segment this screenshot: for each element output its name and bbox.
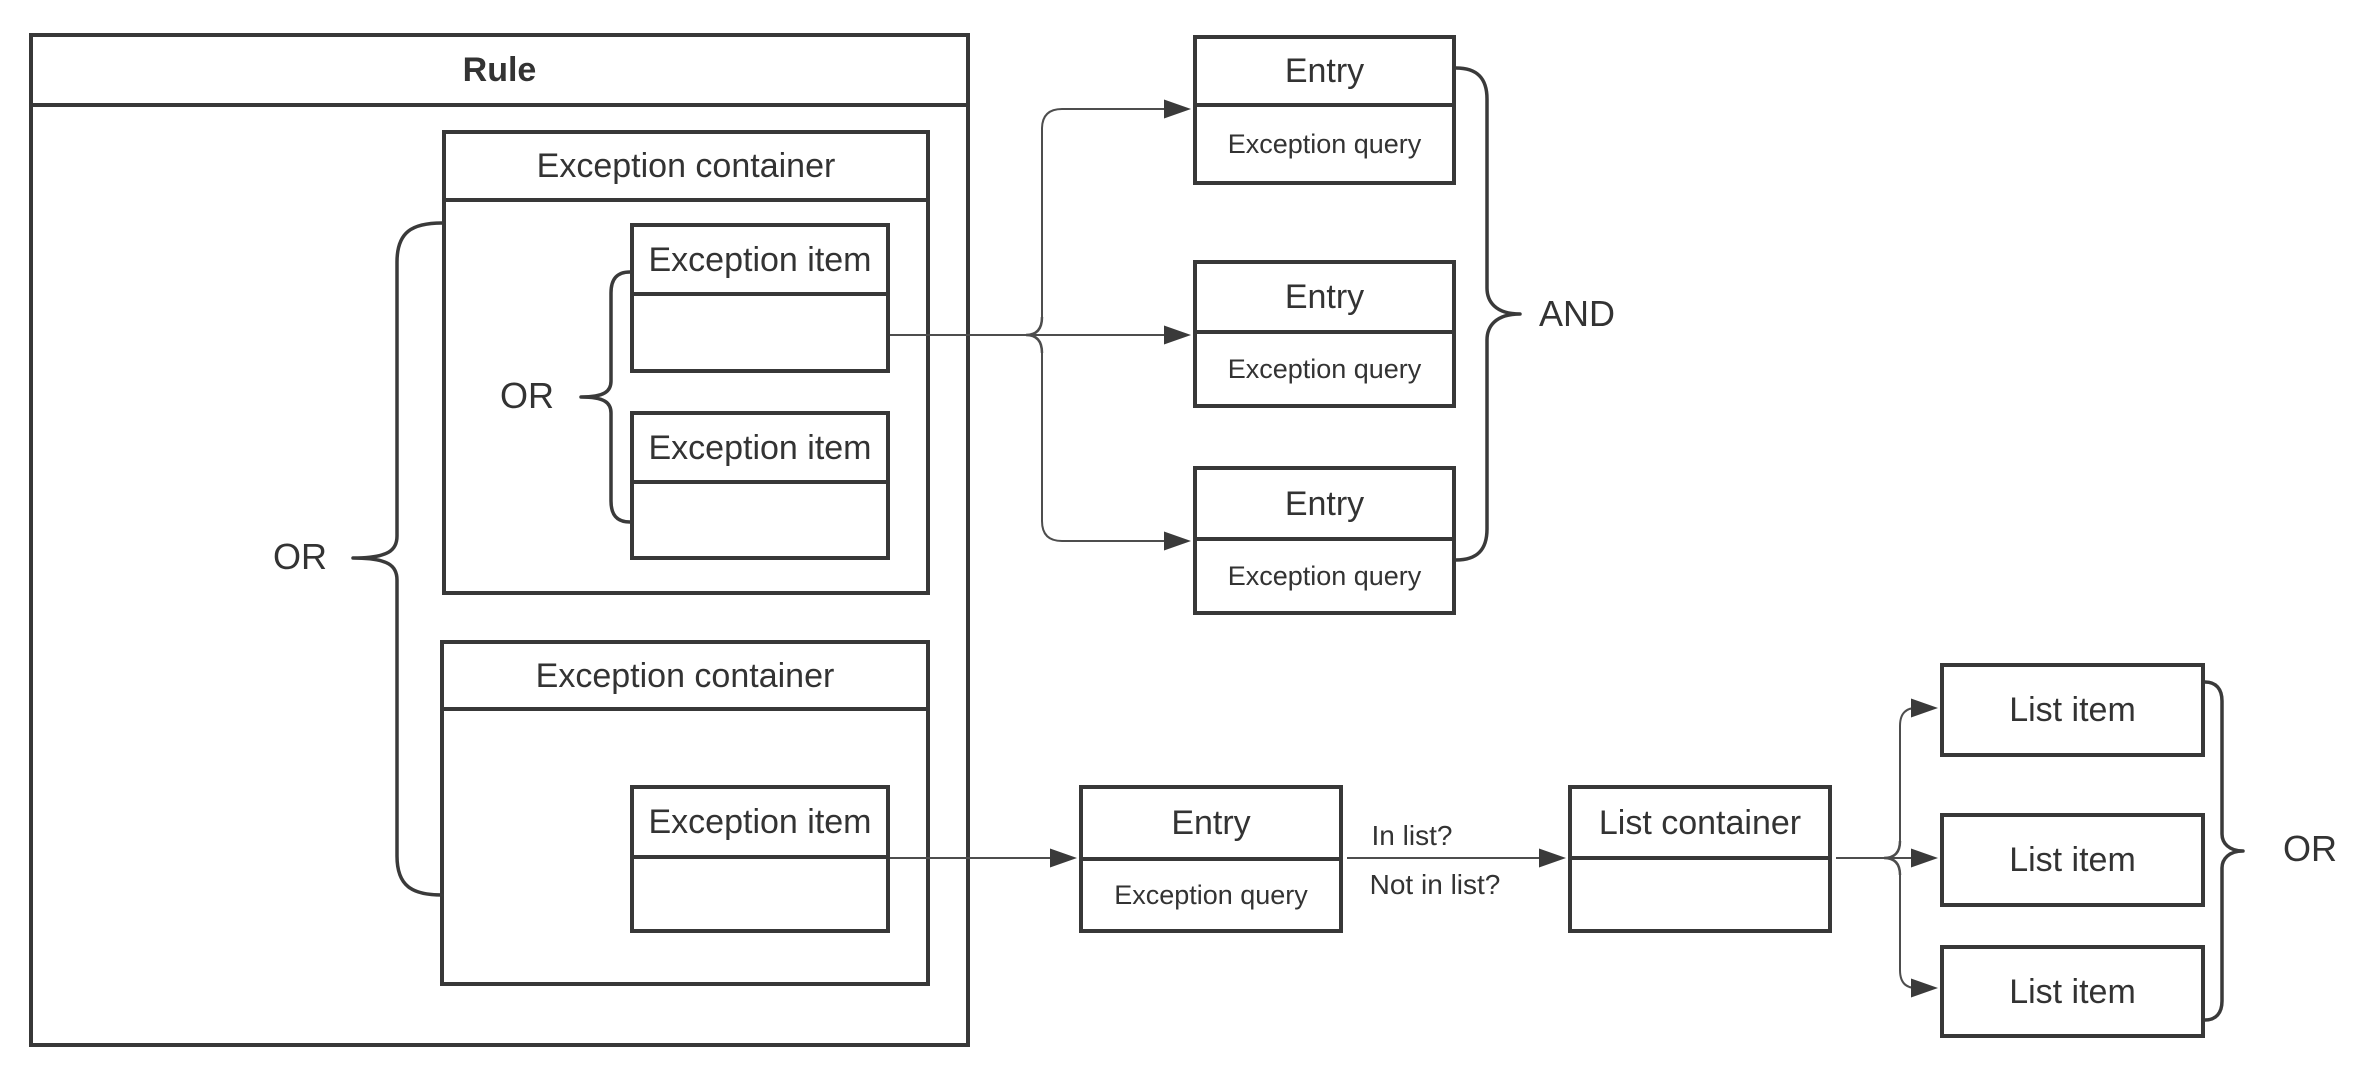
- exception-item-3-title: Exception item: [634, 789, 886, 859]
- in-list-edge-label: In list?: [1371, 820, 1453, 851]
- arrowhead-list-container: [1539, 848, 1566, 868]
- arrowhead-entry1: [1164, 99, 1191, 119]
- list-item-3-label: List item: [2009, 972, 2136, 1011]
- inner-or-label: OR: [500, 375, 554, 416]
- arrow-listcontainer-to-item3: [1899, 875, 1917, 989]
- list-item-2-label: List item: [2009, 841, 2136, 879]
- exception-item-2: Exception item: [630, 411, 890, 560]
- entry-2: Entry Exception query: [1193, 260, 1456, 408]
- exception-item-1-body: [634, 296, 886, 369]
- arrowhead-list-item1: [1911, 698, 1938, 718]
- entry-3-query: Exception query: [1227, 560, 1422, 591]
- entry-4-query: Exception query: [1114, 879, 1308, 910]
- entry-3-title: Entry: [1197, 470, 1452, 541]
- entry-4: Entry Exception query: [1079, 785, 1343, 933]
- arrow-item1-to-entry1: [1041, 108, 1166, 317]
- and-label: AND: [1538, 293, 1616, 334]
- arrowhead-entry4: [1050, 848, 1077, 868]
- exception-container-1-title: Exception container: [446, 134, 926, 202]
- arrowhead-list-item2: [1911, 848, 1938, 868]
- exception-item-1: Exception item: [630, 223, 890, 373]
- list-or-brace: [2203, 680, 2245, 1022]
- entry-2-title: Entry: [1197, 264, 1452, 334]
- arrowhead-entry3: [1164, 531, 1191, 551]
- entry-4-title: Entry: [1083, 789, 1339, 861]
- exception-item-2-body: [634, 484, 886, 556]
- list-container-body: [1572, 860, 1828, 929]
- arrowhead-list-item3: [1911, 978, 1938, 998]
- list-container-title: List container: [1572, 789, 1828, 860]
- fan-split-entries: [1025, 316, 1044, 354]
- list-item-3: List item: [1940, 945, 2205, 1038]
- list-item-1-label: List item: [2009, 691, 2136, 729]
- entry-1: Entry Exception query: [1193, 35, 1456, 185]
- exception-item-1-title: Exception item: [634, 227, 886, 296]
- exception-item-3-body: [634, 859, 886, 929]
- exception-item-3: Exception item: [630, 785, 890, 933]
- and-brace: [1454, 66, 1522, 562]
- arrow-listcontainer-to-item1: [1899, 707, 1917, 841]
- exception-item-2-title: Exception item: [634, 415, 886, 484]
- entry-1-title: Entry: [1197, 39, 1452, 107]
- exception-container-2-title: Exception container: [444, 644, 926, 711]
- list-container: List container: [1568, 785, 1832, 933]
- list-item-2: List item: [1940, 813, 2205, 907]
- entry-3: Entry Exception query: [1193, 466, 1456, 615]
- arrow-item1-to-entry3: [1041, 353, 1166, 542]
- list-item-1: List item: [1940, 663, 2205, 757]
- list-or-label: OR: [2283, 828, 2337, 869]
- entry-2-query: Exception query: [1227, 353, 1422, 384]
- arrowhead-entry2: [1164, 325, 1191, 345]
- fan-split-list: [1883, 840, 1902, 876]
- entry-1-query: Exception query: [1227, 128, 1422, 159]
- rule-title: Rule: [33, 37, 966, 107]
- outer-or-label: OR: [273, 536, 327, 577]
- not-in-list-edge-label: Not in list?: [1369, 869, 1501, 900]
